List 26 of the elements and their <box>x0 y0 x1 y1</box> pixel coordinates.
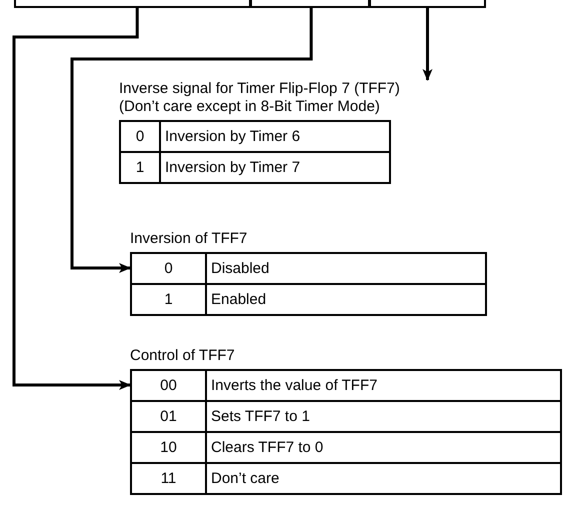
arrow <box>12 8 139 390</box>
bit-setting-table <box>130 347 562 495</box>
arrow <box>422 8 432 81</box>
table-heading: (Don’t care except in 8-Bit Timer Mode) <box>119 98 380 116</box>
bit-value: 00 <box>131 370 206 401</box>
table-heading: Control of TFF7 <box>130 347 235 365</box>
bit-setting-table <box>119 80 400 184</box>
setting-description: Inversion by Timer 6 <box>160 121 390 152</box>
setting-description: Disabled <box>206 253 486 284</box>
bit-value: 1 <box>120 152 160 183</box>
bit-value: 11 <box>131 463 206 494</box>
arrow <box>70 8 313 273</box>
setting-description: Don’t care <box>206 463 561 494</box>
setting-description: Inversion by Timer 7 <box>160 152 390 183</box>
bit-value: 0 <box>120 121 160 152</box>
setting-description: Sets TFF7 to 1 <box>206 401 561 432</box>
table-heading: Inversion of TFF7 <box>130 230 248 248</box>
setting-description: Inverts the value of TFF7 <box>206 370 561 401</box>
bit-value: 1 <box>131 284 206 315</box>
table-heading: Inverse signal for Timer Flip-Flop 7 (TFF7) <box>119 80 400 98</box>
setting-description: Clears TFF7 to 0 <box>206 432 561 463</box>
bit-value: 01 <box>131 401 206 432</box>
bit-value: 0 <box>131 253 206 284</box>
bit-setting-table <box>130 230 487 316</box>
bit-value: 10 <box>131 432 206 463</box>
setting-description: Enabled <box>206 284 486 315</box>
